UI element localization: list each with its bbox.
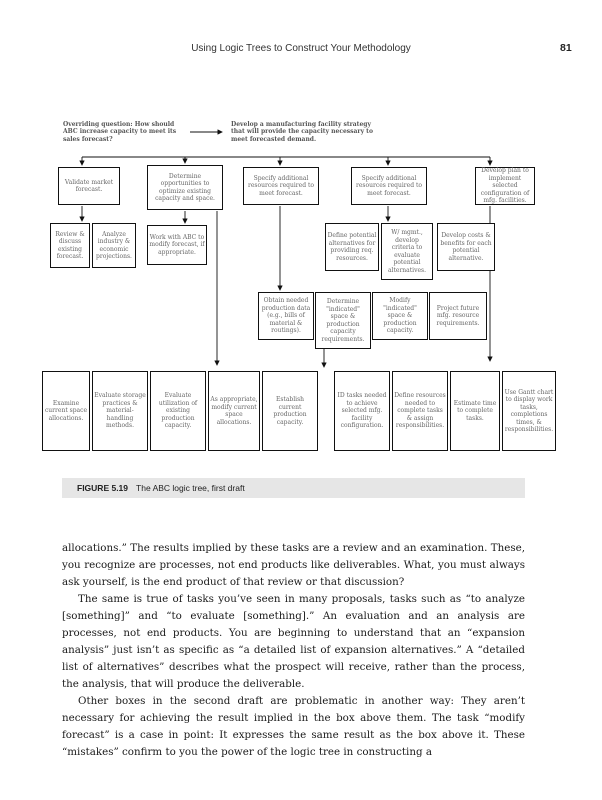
level4-examine-space: Examine current space allocations. bbox=[42, 371, 90, 451]
level1-additional-resources-b: Specify additional resources required to… bbox=[351, 167, 427, 205]
level4-estimate-time: Estimate time to complete tasks. bbox=[450, 371, 500, 451]
figure-caption-label: FIGURE 5.19 bbox=[77, 483, 129, 493]
figure-caption-text: The ABC logic tree, first draft bbox=[136, 483, 245, 493]
level1-optimize-capacity: Determine opportunities to optimize exis… bbox=[147, 165, 223, 210]
page-number: 81 bbox=[560, 42, 572, 54]
level3-modify-indicated: Modify "indicated" space & production ca… bbox=[372, 292, 428, 340]
overriding-question: Overriding question: How should ABC incr… bbox=[62, 115, 187, 149]
level4-gantt-chart: Use Gantt chart to display work tasks, c… bbox=[502, 371, 556, 451]
level1-validate-forecast: Validate market forecast. bbox=[58, 167, 120, 205]
level3-project-requirements: Project future mfg. resource requirement… bbox=[429, 292, 487, 340]
level2-modify-forecast: Work with ABC to modify forecast, if app… bbox=[147, 225, 207, 265]
level4-utilization: Evaluate utilization of existing product… bbox=[150, 371, 206, 451]
level3-obtain-data: Obtain needed production data (e.g., bil… bbox=[258, 292, 314, 340]
running-header: Using Logic Trees to Construct Your Meth… bbox=[191, 43, 411, 54]
level4-id-tasks: ID tasks needed to achieve selected mfg.… bbox=[334, 371, 390, 451]
level4-storage-practices: Evaluate storage practices & material-ha… bbox=[92, 371, 148, 451]
level4-modify-space: As appropriate, modify current space all… bbox=[208, 371, 260, 451]
body-text: allocations.” The results implied by the… bbox=[62, 540, 525, 761]
level2-costs-benefits: Develop costs & benefits for each potent… bbox=[437, 223, 495, 271]
paragraph-3: Other boxes in the second draft are prob… bbox=[62, 695, 525, 758]
level3-indicated-requirements: Determine "indicated" space & production… bbox=[315, 292, 371, 349]
overriding-answer: Develop a manufacturing facility strateg… bbox=[230, 115, 380, 149]
level4-define-resources: Define resources needed to complete task… bbox=[392, 371, 448, 451]
level4-production-capacity: Establish current production capacity. bbox=[262, 371, 318, 451]
level2-develop-criteria: W/ mgmt., develop criteria to evaluate p… bbox=[381, 223, 433, 280]
level2-review-forecast: Review & discuss existing forecast. bbox=[50, 223, 90, 268]
level1-additional-resources-a: Specify additional resources required to… bbox=[243, 167, 319, 205]
level2-define-alternatives: Define potential alternatives for provid… bbox=[325, 223, 379, 271]
logic-tree-figure: Overriding question: How should ABC incr… bbox=[42, 95, 556, 500]
level2-analyze-industry: Analyze industry & economic projections. bbox=[92, 223, 136, 268]
level1-implementation-plan: Develop plan to implement selected confi… bbox=[475, 167, 535, 205]
paragraph-2: The same is true of tasks you’ve seen in… bbox=[62, 593, 525, 690]
paragraph-1: allocations.” The results implied by the… bbox=[62, 542, 525, 588]
figure-caption: FIGURE 5.19 The ABC logic tree, first dr… bbox=[62, 478, 525, 498]
